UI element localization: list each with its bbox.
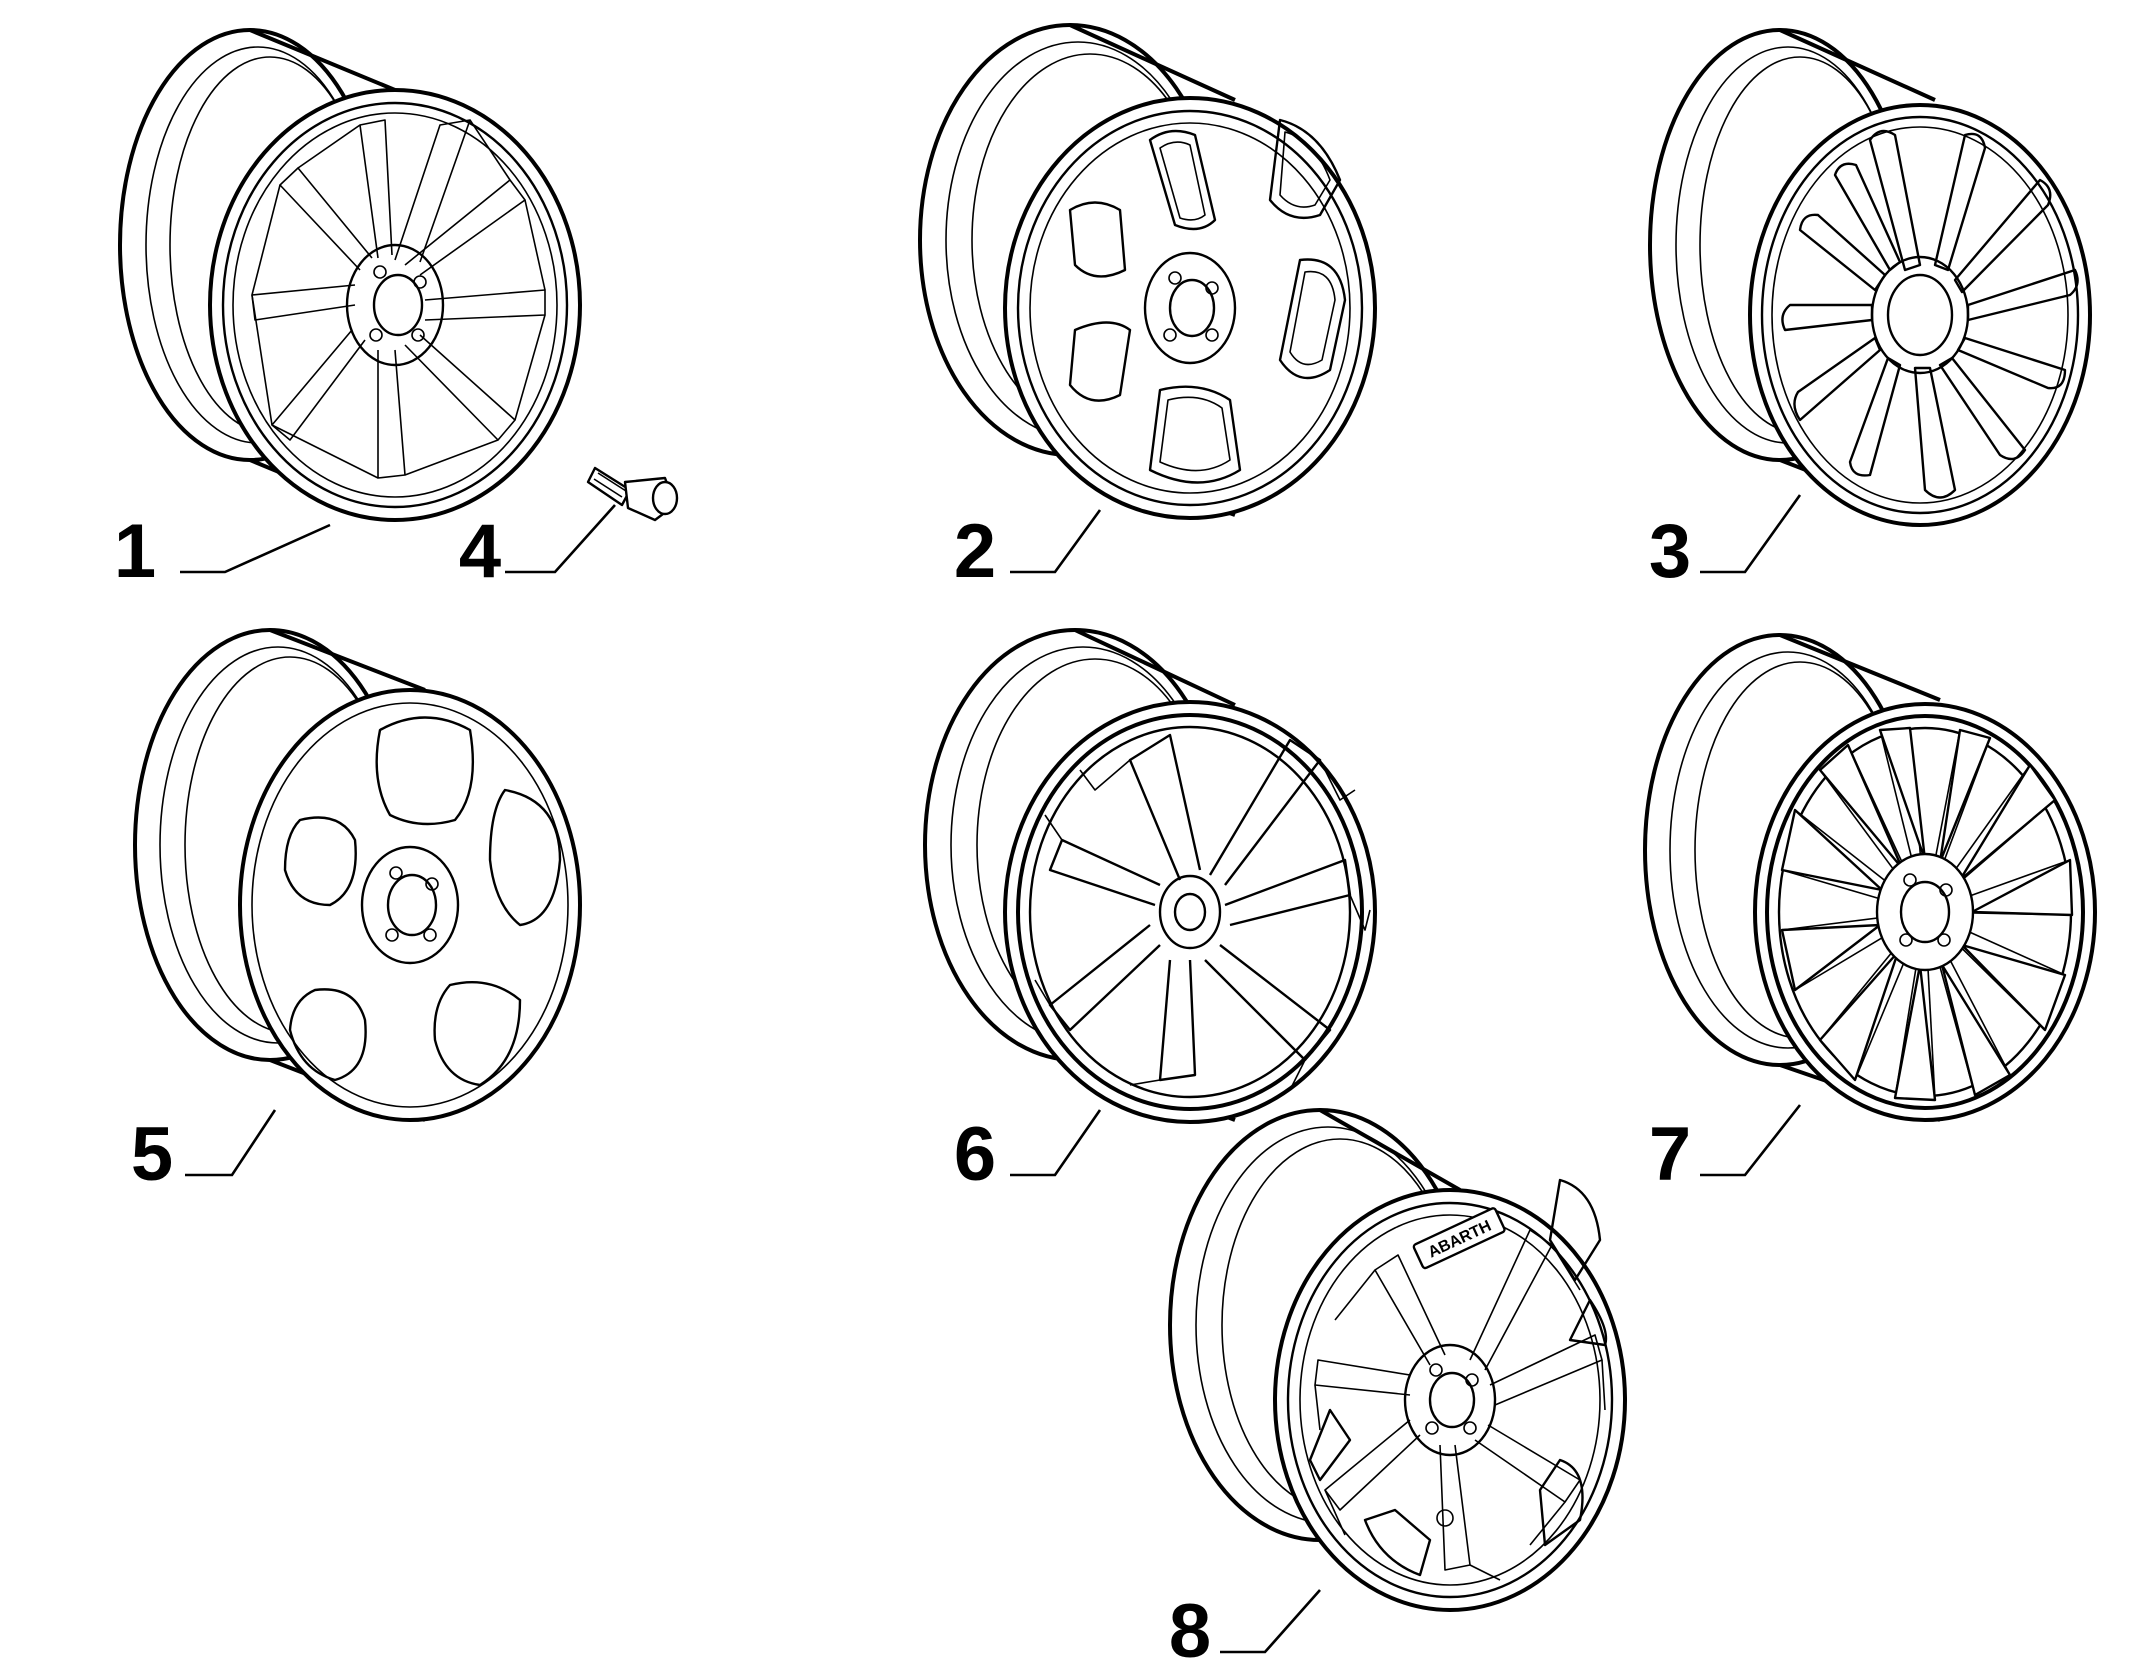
wheel-2[interactable]: 2 [918,23,1377,594]
callout-6: 6 [954,1112,996,1197]
callout-8: 8 [1169,1589,1211,1674]
callout-7: 7 [1649,1112,1691,1197]
wheel-7[interactable]: 7 [1643,633,2097,1197]
callout-2: 2 [954,509,996,594]
wheel-6[interactable]: 6 [923,628,1377,1197]
callout-5: 5 [131,1112,173,1197]
callout-1: 1 [114,509,156,594]
callout-4: 4 [459,509,501,594]
wheel-3[interactable]: 3 [1648,28,2092,594]
wheel-8[interactable]: ABARTH [1168,1108,1627,1674]
wheel-bolt-4[interactable]: 4 [459,466,679,594]
wheel-1[interactable]: 1 [114,28,582,594]
callout-3: 3 [1649,509,1691,594]
wheel-5[interactable]: 5 [131,628,582,1197]
